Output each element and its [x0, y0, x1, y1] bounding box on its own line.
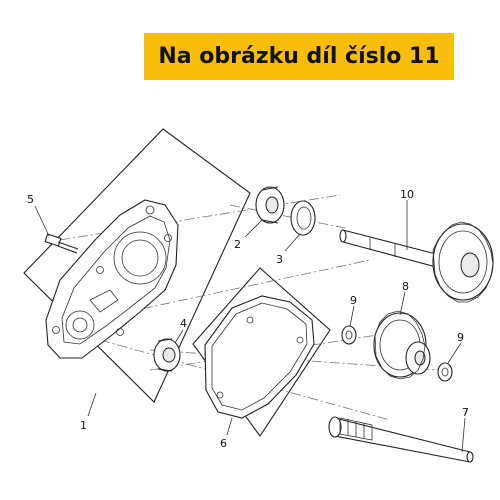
seal-part-3 — [290, 200, 316, 236]
shaft-gear-part-10 — [339, 221, 494, 303]
housing-cover-part — [45, 199, 179, 359]
callout-7: 7 — [462, 406, 469, 419]
callout-2: 2 — [234, 238, 241, 251]
main-shaft-part-7 — [328, 416, 474, 463]
banner-text: Na obrázku díl číslo 11 — [158, 44, 440, 69]
washer-part-9b — [437, 362, 453, 382]
part-number-banner: Na obrázku díl číslo 11 — [144, 33, 454, 80]
callout-5: 5 — [27, 193, 34, 206]
callout-9a: 9 — [350, 294, 357, 307]
callout-4: 4 — [180, 317, 187, 330]
washer-part-9a — [341, 325, 357, 345]
gasket-part — [204, 295, 315, 419]
bearing-part-2 — [255, 186, 285, 224]
bearing-part-4 — [153, 338, 181, 372]
callout-1: 1 — [80, 419, 87, 432]
leader-lines — [34, 200, 466, 453]
housing-group-outline — [23, 128, 251, 403]
callout-8: 8 — [402, 280, 409, 293]
callout-3: 3 — [276, 253, 283, 266]
callout-6: 6 — [220, 437, 227, 450]
bolt-part — [44, 233, 79, 254]
callout-10: 10 — [400, 188, 414, 201]
callout-9b: 9 — [457, 331, 464, 344]
gear-part-8 — [373, 310, 431, 380]
